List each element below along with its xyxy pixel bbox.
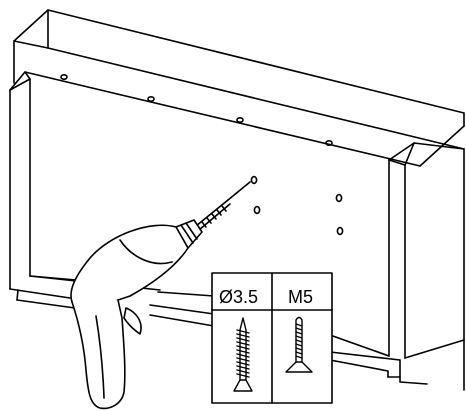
hole-panel-4: [336, 226, 344, 236]
frame-left-post: [9, 78, 31, 290]
top-rail-holes: [60, 74, 333, 147]
frame-right-post: [388, 125, 465, 391]
frame-bottom-rail: [9, 275, 401, 378]
drill-icon: [70, 199, 231, 410]
screw-metric-label: M5: [288, 287, 314, 307]
drill-trigger: [123, 307, 142, 335]
drill-guide-line: [227, 181, 251, 201]
screw-diameter-label: Ø3.5: [219, 287, 259, 307]
panel-holes: [250, 175, 344, 236]
hole-rail-3: [236, 117, 244, 124]
machine-screw-icon: [285, 316, 313, 373]
frame-top-rail: [9, 9, 465, 167]
hole-panel-3: [335, 193, 343, 203]
drill-body: [70, 224, 189, 310]
hole-rail-2: [147, 96, 155, 103]
drill-handle: [71, 299, 126, 410]
screw-type-panel: [211, 272, 333, 404]
wood-screw-icon: [233, 317, 253, 392]
hole-rail-1: [60, 74, 68, 81]
hole-rail-4: [325, 140, 333, 147]
hole-panel-1: [250, 175, 258, 185]
hole-panel-2: [253, 205, 261, 215]
